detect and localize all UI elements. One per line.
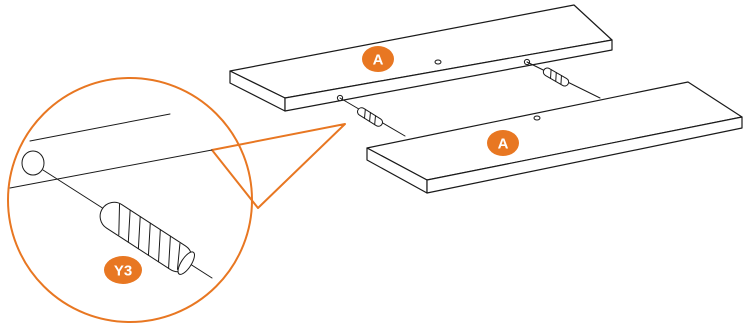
zoom-dowel (99, 201, 195, 275)
upper-panel-label: A (373, 52, 384, 69)
zoom-panel-edge-bottom (9, 149, 213, 189)
lower-panel-callout: A (487, 130, 519, 156)
upper-panel-right-edge (284, 39, 613, 112)
lower-panel-top-hole (533, 115, 541, 121)
dowel-alignment (339, 61, 601, 137)
upper-panel: A (229, 4, 613, 112)
right-dowel (542, 67, 570, 87)
zoom-detail: Y3 (7, 77, 346, 323)
upper-panel-top-hole (434, 59, 442, 65)
left-dowel (357, 107, 383, 127)
zoom-pointer (211, 123, 346, 209)
upper-panel-callout: A (362, 46, 394, 72)
zoom-part-callout: Y3 (104, 256, 142, 284)
lower-panel-label: A (498, 136, 509, 153)
zoom-circle (7, 77, 253, 323)
lower-panel-right-edge (426, 116, 743, 194)
lower-panel: A (366, 81, 743, 194)
zoom-hole (21, 150, 45, 176)
zoom-panel-edge-top (29, 113, 171, 142)
zoom-part-label: Y3 (114, 263, 132, 280)
